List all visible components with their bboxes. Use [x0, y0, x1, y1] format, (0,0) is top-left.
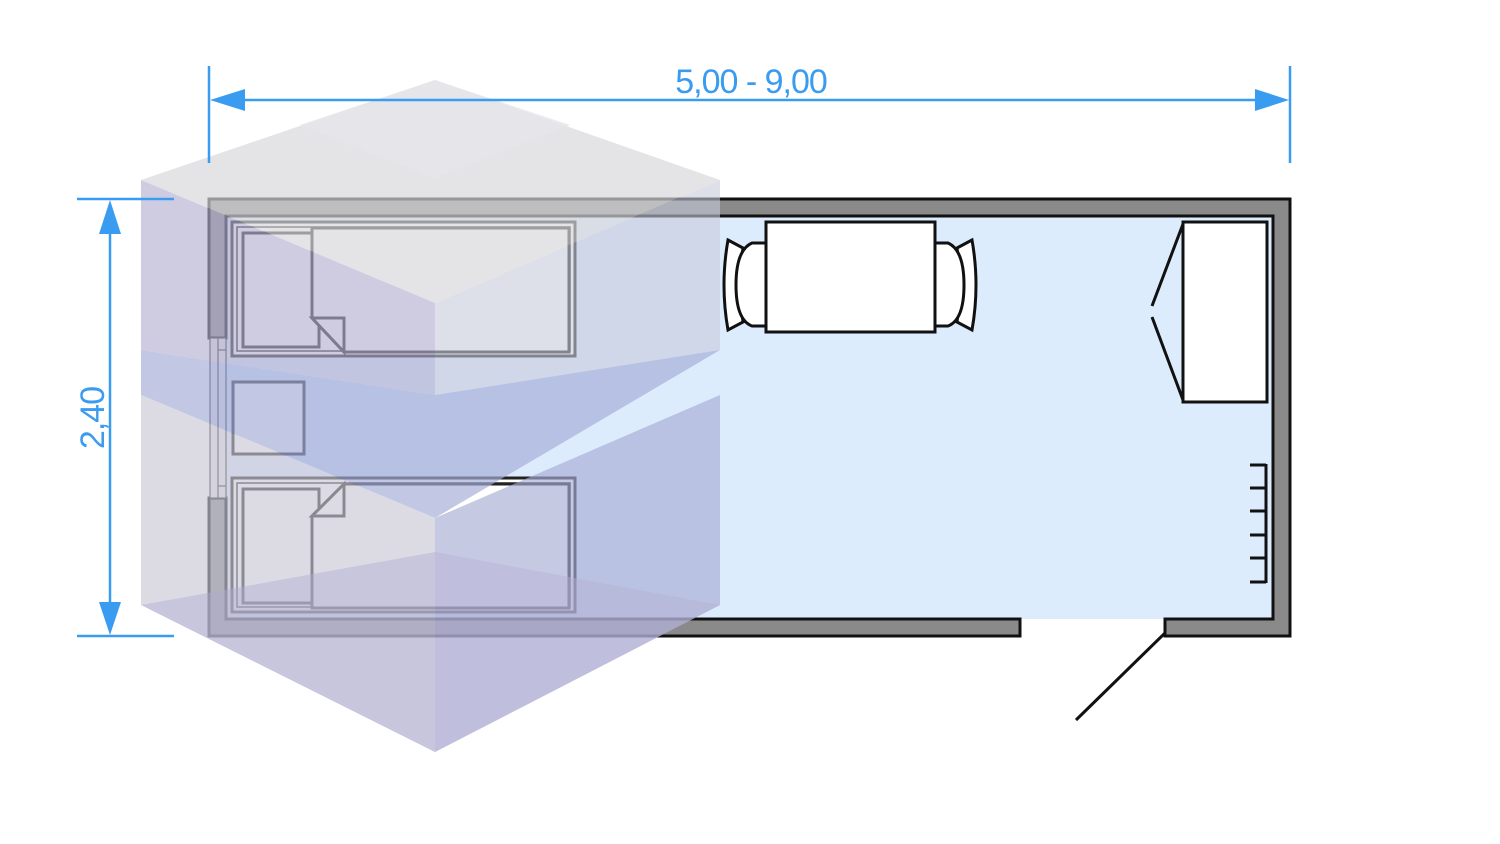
dining-table [764, 220, 937, 334]
width-label: 2,40 [74, 387, 112, 449]
width-arrow-bottom [99, 602, 121, 635]
length-arrow-right [1255, 89, 1289, 111]
entry-door-leaf [1074, 631, 1167, 722]
width-dimension [77, 197, 174, 638]
upper-cube-left-face [141, 180, 435, 395]
upper-cube-top-inner [300, 80, 570, 178]
coat-rack [1250, 463, 1268, 584]
wardrobe [1150, 220, 1269, 404]
wardrobe-door-top [1150, 223, 1185, 307]
lower-cube-bottom-face [141, 552, 720, 752]
upper-cube [141, 80, 720, 395]
lower-cube [141, 350, 720, 752]
upper-cube-top-face [141, 80, 720, 303]
length-label: 5,00 - 9,00 [675, 63, 827, 101]
upper-cube-right-face [435, 180, 720, 395]
wardrobe-door-bottom [1150, 316, 1185, 401]
dining-set [722, 220, 978, 334]
chair-right-seat [933, 241, 966, 328]
length-arrow-left [210, 89, 245, 111]
lower-cube-top-face [141, 350, 720, 518]
chair-left-seat [734, 241, 768, 328]
module-cubes-overlay [141, 80, 720, 752]
length-dimension [207, 66, 1292, 163]
width-arrow-top [99, 200, 121, 234]
wardrobe-body [1181, 220, 1269, 404]
